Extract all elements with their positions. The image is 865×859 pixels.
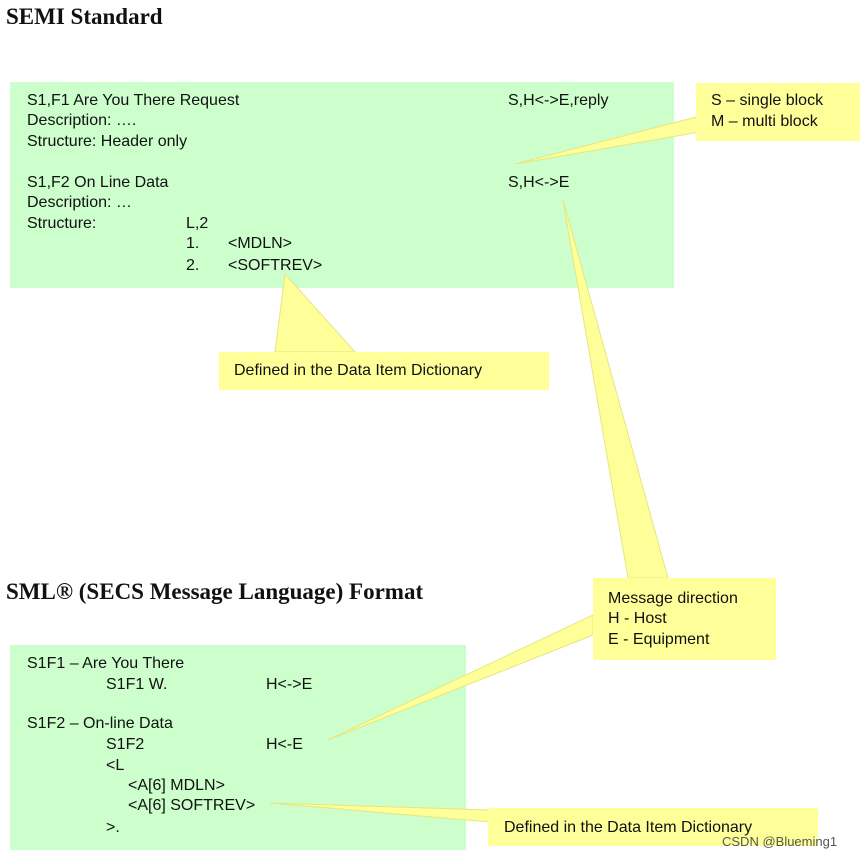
sml-s1f2-title: S1F2 – On-line Data xyxy=(27,715,173,732)
sml-s1f2-message: S1F2 xyxy=(106,736,145,753)
block-callout-leader xyxy=(514,115,701,165)
sml-s1f1-direction: H<->E xyxy=(266,676,313,693)
direction-equipment: E - Equipment xyxy=(608,631,710,648)
direction-title: Message direction xyxy=(608,590,738,607)
csdn-watermark: CSDN @Blueming1 xyxy=(722,834,838,849)
direction-callout-leader-top xyxy=(562,199,669,579)
s1f1-structure: Structure: Header only xyxy=(27,133,188,150)
item1-number: 1. xyxy=(186,235,200,252)
item2-number: 2. xyxy=(186,257,200,274)
direction-host: H - Host xyxy=(608,610,667,627)
s1f2-description: Description: … xyxy=(27,194,132,211)
s1f2-direction: S,H<->E xyxy=(508,174,570,191)
dictionary-callout-top xyxy=(219,352,549,390)
dictionary-bottom-callout-leader xyxy=(269,802,491,823)
dictionary-top-callout-leader xyxy=(274,272,357,353)
s1f2-title: S1,F2 On Line Data xyxy=(27,174,169,191)
s1f1-title: S1,F1 Are You There Request xyxy=(27,92,240,109)
sml-item-softrev: <A[6] SOFTREV> xyxy=(128,797,256,814)
message-direction-callout xyxy=(593,578,776,660)
dictionary-callout-bottom-label: Defined in the Data Item Dictionary xyxy=(504,819,753,836)
sml-s1f1-title: S1F1 – Are You There xyxy=(27,655,185,672)
item1-mdln: <MDLN> xyxy=(228,235,293,252)
sml-list-open: <L xyxy=(106,757,125,774)
item2-softrev: <SOFTREV> xyxy=(228,257,323,274)
multi-block-label: M – multi block xyxy=(711,113,818,130)
s1f1-direction: S,H<->E,reply xyxy=(508,92,609,109)
semi-standard-heading: SEMI Standard xyxy=(6,4,163,29)
s1f2-list-header: L,2 xyxy=(186,215,209,232)
sml-item-mdln: <A[6] MDLN> xyxy=(128,777,225,794)
semi-message-box xyxy=(10,82,674,288)
single-block-label: S – single block xyxy=(711,92,824,109)
dictionary-callout-top-label: Defined in the Data Item Dictionary xyxy=(234,362,483,379)
block-type-callout xyxy=(696,83,860,141)
s1f1-description: Description: …. xyxy=(27,112,137,129)
sml-list-close: >. xyxy=(106,819,120,836)
s1f2-structure-label: Structure: xyxy=(27,215,97,232)
direction-callout-leader-bottom xyxy=(327,614,594,741)
sml-format-heading: SML® (SECS Message Language) Format xyxy=(6,579,424,604)
sml-s1f1-message: S1F1 W. xyxy=(106,676,168,693)
sml-message-box xyxy=(10,645,466,850)
sml-s1f2-direction: H<-E xyxy=(266,736,303,753)
dictionary-callout-bottom xyxy=(488,808,818,846)
